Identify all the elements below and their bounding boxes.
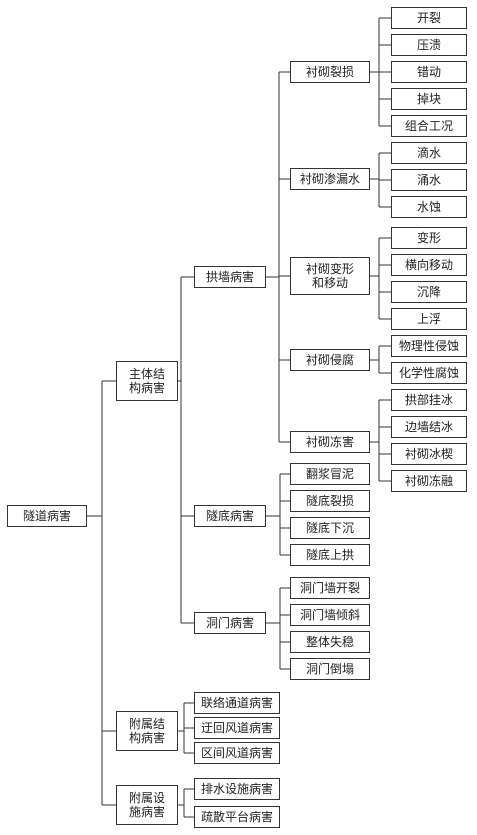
l1-aux-facility: 附属设 施病害 xyxy=(116,785,178,825)
leaf-base-1: 隧底裂损 xyxy=(290,490,370,512)
l3-lining-deform: 衬砌变形 和移动 xyxy=(290,257,370,295)
leaf-corrode-0: 物理性侵蚀 xyxy=(391,335,467,357)
leaf-base-0: 翻浆冒泥 xyxy=(290,463,370,485)
leaf-leak-0: 滴水 xyxy=(391,142,467,164)
leaf-aux-facility-1: 疏散平台病害 xyxy=(194,806,280,828)
l3-lining-corrode: 衬砌侵腐 xyxy=(290,349,370,371)
root-node: 隧道病害 xyxy=(7,505,87,527)
leaf-deform-1: 横向移动 xyxy=(391,254,467,276)
l1-main-structure: 主体结 构病害 xyxy=(116,361,178,401)
leaf-deform-2: 沉降 xyxy=(391,281,467,303)
l2-arch-wall: 拱墙病害 xyxy=(194,266,266,288)
leaf-aux-struct-1: 迂回风道病害 xyxy=(194,717,280,739)
leaf-leak-2: 水蚀 xyxy=(391,196,467,218)
leaf-portal-1: 洞门墙倾斜 xyxy=(290,604,370,626)
l2-tunnel-base: 隧底病害 xyxy=(194,505,266,527)
leaf-freeze-2: 衬砌冰楔 xyxy=(391,443,467,465)
l3-lining-crack: 衬砌裂损 xyxy=(290,61,370,83)
leaf-freeze-0: 拱部挂冰 xyxy=(391,389,467,411)
leaf-aux-facility-0: 排水设施病害 xyxy=(194,778,280,800)
leaf-crack-2: 错动 xyxy=(391,61,467,83)
leaf-base-2: 隧底下沉 xyxy=(290,517,370,539)
leaf-corrode-1: 化学性腐蚀 xyxy=(391,362,467,384)
leaf-crack-1: 压溃 xyxy=(391,34,467,56)
l2-portal: 洞门病害 xyxy=(194,612,266,634)
leaf-crack-3: 掉块 xyxy=(391,88,467,110)
leaf-portal-2: 整体失稳 xyxy=(290,631,370,653)
leaf-crack-4: 组合工况 xyxy=(391,115,467,137)
leaf-deform-3: 上浮 xyxy=(391,308,467,330)
leaf-aux-struct-2: 区间风道病害 xyxy=(194,742,280,764)
leaf-freeze-1: 边墙结冰 xyxy=(391,416,467,438)
l1-aux-structure: 附属结 构病害 xyxy=(116,711,178,751)
leaf-crack-0: 开裂 xyxy=(391,7,467,29)
leaf-portal-3: 洞门倒塌 xyxy=(290,658,370,680)
l3-lining-freeze: 衬砌冻害 xyxy=(290,431,370,453)
leaf-freeze-3: 衬砌冻融 xyxy=(391,470,467,492)
leaf-base-3: 隧底上拱 xyxy=(290,544,370,566)
leaf-aux-struct-0: 联络通道病害 xyxy=(194,692,280,714)
leaf-leak-1: 涌水 xyxy=(391,169,467,191)
leaf-portal-0: 洞门墙开裂 xyxy=(290,577,370,599)
l3-lining-leak: 衬砌渗漏水 xyxy=(290,168,370,190)
leaf-deform-0: 变形 xyxy=(391,227,467,249)
